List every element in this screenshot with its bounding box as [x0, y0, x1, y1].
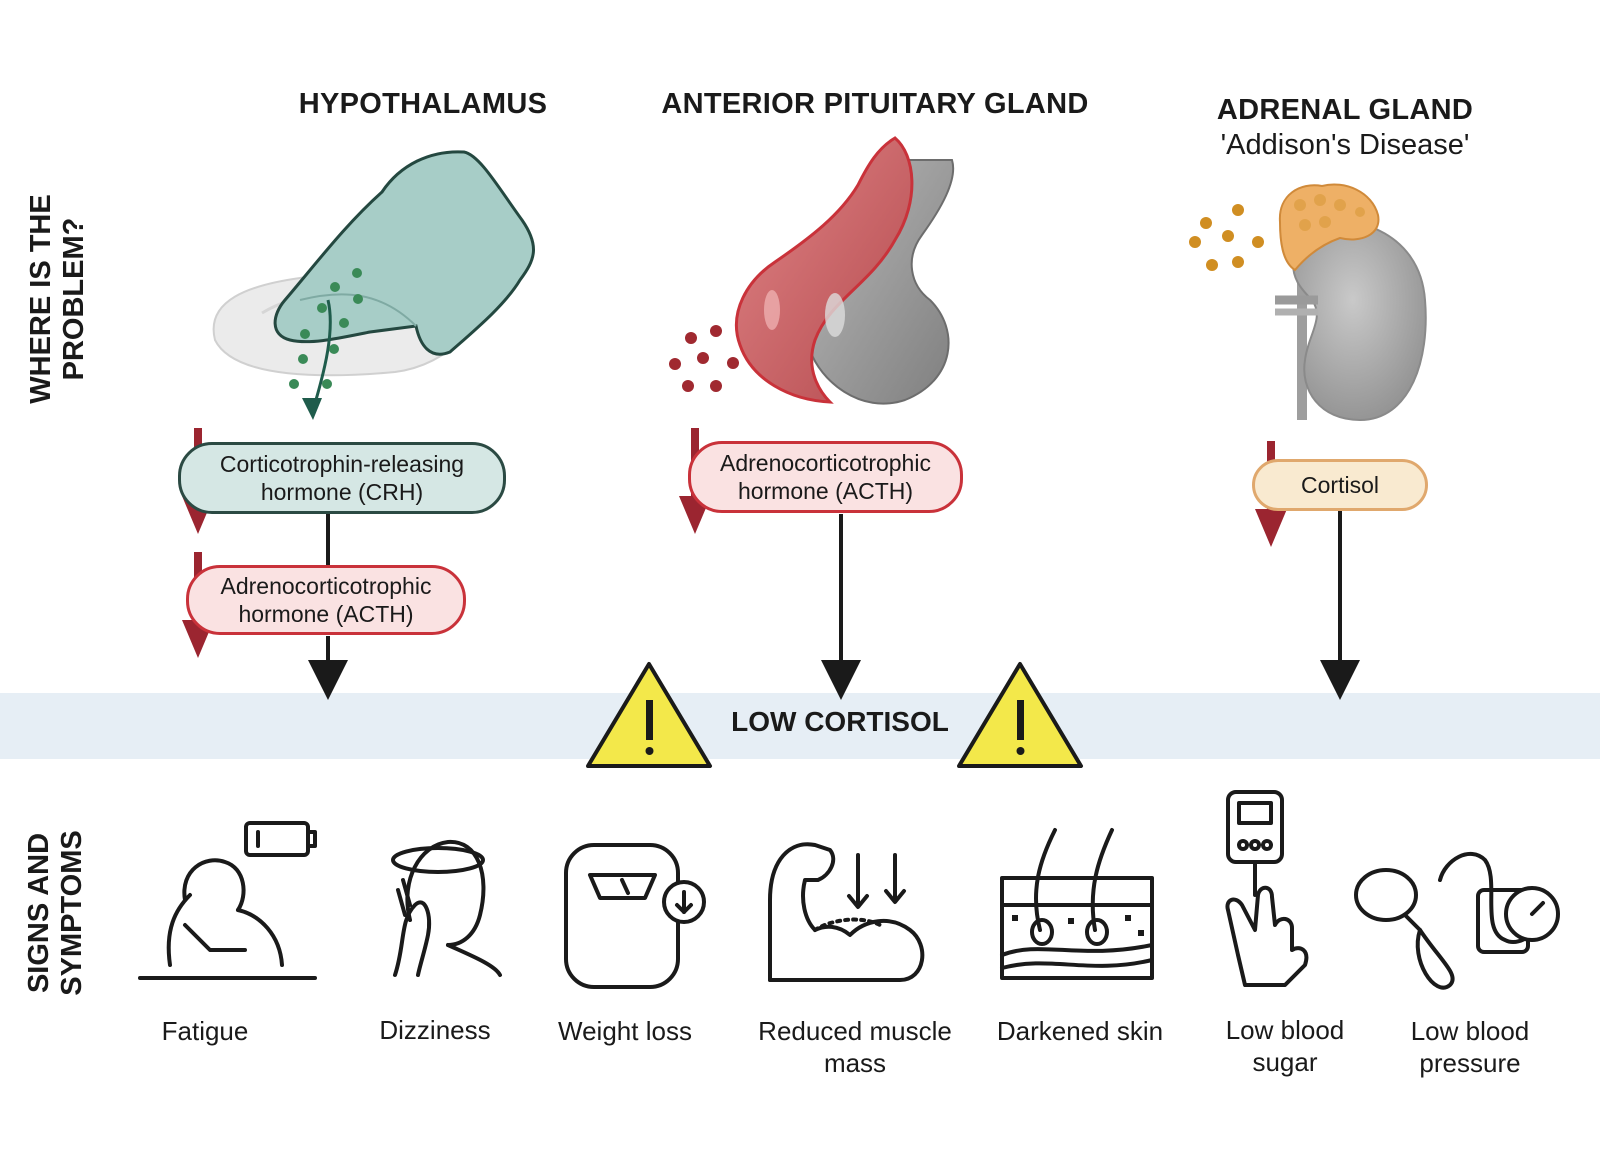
glucometer-icon [1225, 790, 1309, 987]
symptom-label-dizziness: Dizziness [379, 1015, 491, 1045]
symptom-label-fatigue: Fatigue [161, 1016, 249, 1046]
crh-pill: Corticotrophin-releasing hormone (CRH) [178, 442, 506, 514]
hypothalamus-title: HYPOTHALAMUS [298, 88, 548, 120]
warning-icon-left [586, 662, 712, 768]
symptom-label-muscle: Reduced muscle mass [758, 1016, 952, 1078]
flow-arrows [308, 510, 1360, 700]
acth-secondary-pill: Adrenocorticotrophic hormone (ACTH) [186, 565, 466, 635]
cortisol-label: Cortisol [1301, 472, 1379, 498]
cortisol-pill: Cortisol [1252, 459, 1428, 511]
muscle-arm-icon [768, 842, 925, 982]
pituitary-illustration [669, 136, 955, 405]
scale-icon [564, 843, 706, 989]
symptom-label-weight-loss: Weight loss [558, 1016, 692, 1046]
acth-pituitary-pill: Adrenocorticotrophic hormone (ACTH) [688, 441, 963, 513]
adrenal-kidney-illustration [1189, 183, 1427, 422]
skin-layers-icon [1000, 828, 1154, 980]
crh-line2: hormone (CRH) [260, 479, 424, 505]
symptom-label-blood-sugar: Low blood sugar [1225, 1015, 1345, 1077]
acth-pituitary-line1: Adrenocorticotrophic [720, 450, 931, 476]
acth-secondary-line2: hormone (ACTH) [238, 601, 414, 627]
low-cortisol-band [0, 693, 1600, 759]
blood-pressure-cuff-icon [1354, 852, 1560, 990]
acth-secondary-line1: Adrenocorticotrophic [220, 573, 432, 599]
symptom-label-blood-pressure: Low blood pressure [1410, 1016, 1530, 1078]
dizzy-head-icon [391, 839, 502, 977]
low-cortisol-label: LOW CORTISOL [731, 706, 949, 737]
warning-icon-right [957, 662, 1083, 768]
tired-person-battery-icon [138, 821, 317, 980]
pituitary-title: ANTERIOR PITUITARY GLAND [661, 88, 1089, 120]
adrenal-title: ADRENAL GLAND [1216, 94, 1474, 126]
acth-pituitary-line2: hormone (ACTH) [737, 478, 914, 504]
adrenal-subtitle: 'Addison's Disease' [1220, 129, 1470, 161]
symptom-label-skin: Darkened skin [996, 1016, 1164, 1046]
hypothalamus-illustration [212, 150, 536, 420]
crh-line1: Corticotrophin-releasing [219, 451, 465, 477]
